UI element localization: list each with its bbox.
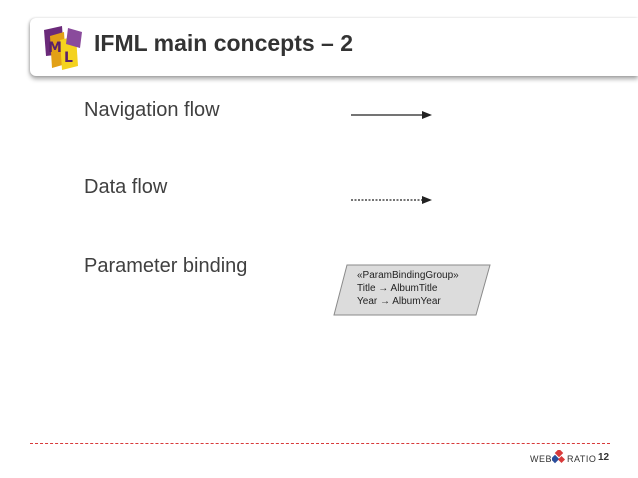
webratio-logo-web: WEB — [530, 454, 553, 464]
navigation-flow-arrow-icon — [351, 111, 432, 119]
navigation-flow-label: Navigation flow — [84, 99, 220, 121]
slide-title: IFML main concepts – 2 — [94, 30, 354, 56]
webratio-logo-ratio: RATIO — [567, 454, 597, 464]
webratio-logo: WEB RATIO — [530, 450, 596, 470]
parameter-binding-label: Parameter binding — [84, 255, 248, 277]
footer-separator — [30, 443, 610, 444]
parameter-binding-group-shape — [333, 264, 491, 316]
webratio-diamonds-icon — [552, 450, 566, 464]
title-bar: M L IFML main concepts – 2 — [30, 18, 638, 76]
page-number: 12 — [598, 452, 610, 463]
data-flow-arrow-icon — [351, 196, 432, 204]
svg-text:L: L — [64, 50, 73, 66]
param-binding-year-line: Year → AlbumYear — [357, 296, 441, 307]
param-binding-title-line: Title → AlbumTitle — [357, 283, 438, 294]
svg-text:M: M — [48, 40, 62, 56]
ifml-logo-icon: M L — [44, 26, 82, 70]
data-flow-label: Data flow — [84, 176, 168, 198]
param-binding-stereotype: «ParamBindingGroup» — [357, 270, 459, 281]
